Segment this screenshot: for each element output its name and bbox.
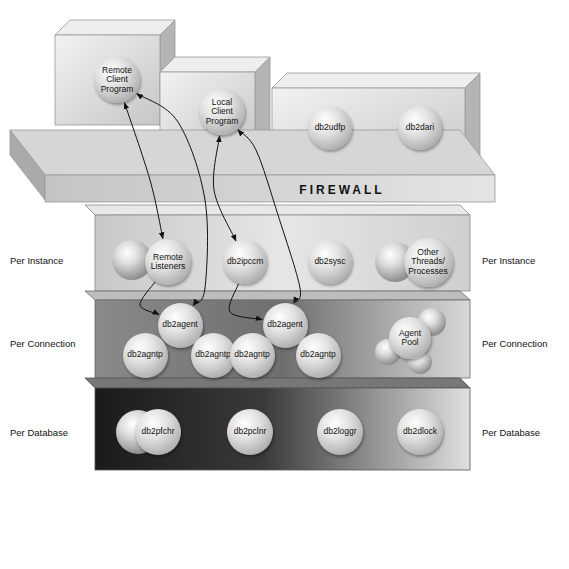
slab-label: FIREWALL [299, 183, 384, 197]
process-name: db2agntp [127, 350, 164, 359]
process-name: db2dari [402, 123, 438, 132]
connection-band [85, 291, 470, 378]
process-sphere: db2ipccm [223, 240, 267, 284]
process-sphere: db2agntp [230, 333, 275, 378]
process-sphere: Remote Listeners [145, 239, 191, 285]
layer-label: Per Database [10, 427, 68, 438]
process-sphere: db2pfchr [135, 409, 181, 455]
layer-label: Per Connection [10, 338, 75, 349]
connection-arrow [140, 282, 159, 314]
firewall-label-area: FIREWALL [262, 178, 422, 200]
connection-arrow [229, 284, 262, 320]
process-name: Local Client Program [203, 98, 241, 126]
layer-label: Per Instance [482, 255, 535, 266]
database-band [85, 378, 470, 470]
layer-label: Per Connection [482, 338, 547, 349]
connection-arrow [137, 94, 208, 306]
process-name: Agent Pool [393, 329, 427, 347]
process-name: db2dlock [401, 427, 439, 436]
process-name: db2sysc [312, 257, 348, 266]
extra-sphere [112, 240, 446, 454]
layer-label: Per Database [482, 427, 540, 438]
connection-arrow [125, 103, 163, 239]
process-sphere: Agent Pool [389, 317, 431, 359]
process-name: db2ipccm [227, 257, 263, 266]
layer-label: Per Instance [10, 255, 63, 266]
process-sphere: db2loggr [317, 409, 363, 455]
process-name: Remote Listeners [149, 253, 187, 271]
process-name: db2agntp [234, 350, 271, 359]
process-sphere: db2agntp [123, 333, 168, 378]
process-name: Other Threads/ Processes [408, 248, 448, 276]
process-sphere: db2agntp [191, 333, 236, 378]
process-name: db2udfp [312, 123, 348, 132]
process-name: db2pfchr [139, 427, 177, 436]
process-name: db2pclnr [231, 427, 269, 436]
process-sphere: db2sysc [308, 240, 352, 284]
process-sphere: db2dlock [397, 409, 443, 455]
connection-arrow [213, 136, 235, 241]
process-name: db2agntp [300, 350, 337, 359]
process-name: db2agntp [195, 350, 232, 359]
process-sphere: db2pclnr [227, 409, 273, 455]
process-name: db2agent [267, 320, 304, 329]
process-name: db2loggr [321, 427, 359, 436]
process-sphere: Local Client Program [199, 89, 245, 135]
process-name: Remote Client Program [98, 66, 136, 94]
process-sphere: db2dari [398, 106, 442, 150]
process-name: db2agent [162, 320, 199, 329]
process-sphere: db2udfp [308, 106, 352, 150]
process-sphere: db2agntp [296, 333, 341, 378]
instance-band [85, 205, 470, 291]
process-sphere: Other Threads/ Processes [404, 238, 453, 287]
process-sphere: Remote Client Program [94, 57, 140, 103]
